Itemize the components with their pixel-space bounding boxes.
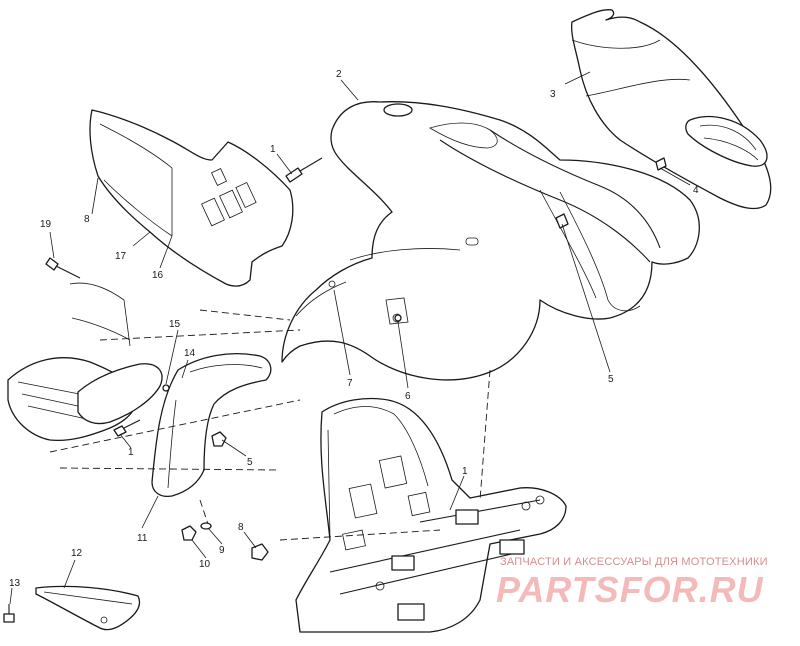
nut-icon-10 [181, 525, 197, 541]
skid-plate-part [35, 585, 141, 631]
callout-14: 14 [184, 348, 196, 359]
callout-11: 11 [137, 533, 148, 544]
screw-icon-top [285, 157, 323, 183]
mud-flap-part [151, 353, 272, 498]
leader-lines [9, 71, 691, 605]
callout-10: 10 [199, 559, 211, 570]
callout-5-right: 5 [608, 374, 614, 385]
watermark-logo: PARTSFOR.RU [496, 569, 764, 610]
callout-labels: 1 1 1 2 3 4 5 5 6 7 8 8 9 10 11 12 13 14… [9, 69, 699, 589]
callout-5-left: 5 [247, 457, 253, 468]
side-panel-part [89, 109, 294, 287]
callout-8-top: 8 [84, 214, 90, 225]
watermark: ЗАПЧАСТИ И АКСЕССУАРЫ ДЛЯ МОТОТЕХНИКИ PA… [496, 556, 768, 610]
callout-12: 12 [71, 548, 83, 559]
footwell-part [7, 282, 163, 442]
callout-1-frame: 1 [462, 466, 468, 477]
clip-icon-4 [655, 157, 667, 171]
callout-3: 3 [550, 89, 556, 100]
bolt-icon-15 [162, 384, 170, 392]
screw-icon-13 [3, 604, 15, 623]
callout-15: 15 [169, 319, 181, 330]
frame-bracket-part [295, 397, 567, 633]
callout-7: 7 [347, 378, 353, 389]
callout-6: 6 [405, 391, 411, 402]
seat-part [570, 9, 772, 210]
callout-16: 16 [152, 270, 164, 281]
callout-19: 19 [40, 219, 52, 230]
grommet-icon-6 [394, 314, 402, 322]
fasteners [3, 157, 667, 623]
callout-1-top: 1 [270, 144, 276, 155]
callout-13: 13 [9, 578, 21, 589]
clip-icon-5-right [555, 213, 569, 229]
callout-4: 4 [693, 185, 699, 196]
callout-1-left: 1 [128, 447, 134, 458]
screw-icon-left [113, 419, 141, 437]
callout-8-bottom: 8 [238, 522, 244, 533]
nut-icon-5 [211, 431, 227, 447]
callout-17: 17 [115, 251, 127, 262]
callout-9: 9 [219, 545, 225, 556]
watermark-tagline: ЗАПЧАСТИ И АКСЕССУАРЫ ДЛЯ МОТОТЕХНИКИ [500, 556, 768, 568]
washer-icon-9 [200, 522, 212, 530]
callout-2: 2 [336, 69, 342, 80]
screw-icon-19 [45, 257, 81, 279]
